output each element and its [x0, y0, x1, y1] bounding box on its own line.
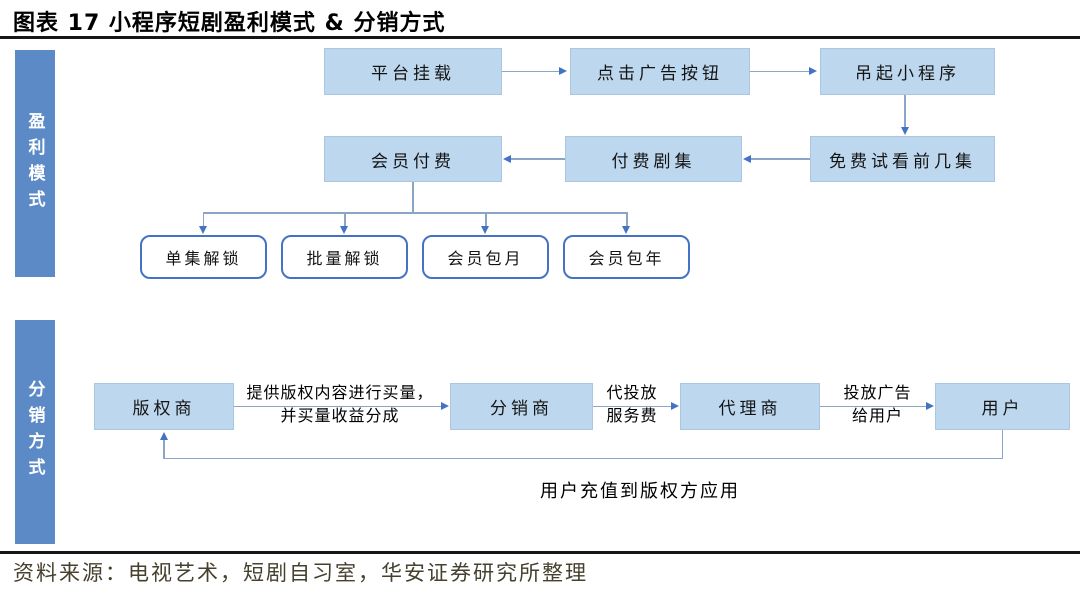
- node-label: 点击广告按钮: [597, 64, 723, 84]
- edge-label-line2: 并买量收益分成: [280, 406, 400, 425]
- edge-label-line2: 给用户: [851, 406, 903, 425]
- edge-label-line1: 投放广告: [843, 383, 912, 402]
- tree-crossbar: [203, 212, 627, 214]
- arrowhead-right-icon: [559, 66, 567, 75]
- node-label: 付费剧集: [611, 151, 696, 172]
- node-distributor: 分销商: [450, 383, 593, 430]
- leaf-label: 会员包月: [447, 249, 524, 268]
- node-label: 平台挂载: [371, 64, 455, 84]
- arrowhead-left-icon: [503, 154, 511, 163]
- node-label: 分销商: [490, 399, 553, 419]
- node-copyright-owner: 版权商: [94, 383, 234, 430]
- leaf-yearly-membership: 会员包年: [563, 235, 690, 279]
- arrowhead-down-icon: [622, 226, 630, 234]
- source-note: 资料来源：电视艺术，短剧自习室，华安证券研究所整理: [13, 561, 588, 585]
- leaf-batch-unlock: 批量解锁: [281, 235, 408, 279]
- node-launch-miniprogram: 吊起小程序: [820, 48, 995, 95]
- connector-row1-a: [502, 70, 560, 72]
- edge-label-agency-fee: 代投放 服务费: [592, 381, 672, 427]
- node-paid-episodes: 付费剧集: [565, 136, 742, 182]
- node-click-ad-button: 点击广告按钮: [570, 48, 750, 95]
- title-divider: [0, 36, 1080, 39]
- connector-dist-a: [234, 405, 442, 408]
- arrowhead-left-icon: [743, 154, 751, 163]
- node-label: 会员付费: [371, 151, 455, 172]
- bottom-divider: [0, 551, 1080, 554]
- leaf-single-episode-unlock: 单集解锁: [140, 235, 267, 279]
- section-bar-profit-model: 盈利模式: [15, 50, 55, 277]
- return-flow-label: 用户充值到版权方应用: [540, 481, 740, 502]
- section-label-distribution: 分销方式: [24, 380, 45, 484]
- node-label: 免费试看前几集: [829, 151, 976, 172]
- arrowhead-down-icon: [198, 226, 207, 234]
- figure-title: 图表 17 小程序短剧盈利模式 & 分销方式: [13, 11, 446, 36]
- arrowhead-down-icon: [340, 226, 348, 234]
- connector-row2-b: [751, 158, 810, 160]
- node-label: 吊起小程序: [855, 64, 960, 84]
- leaf-label: 单集解锁: [165, 249, 242, 268]
- tree-drop-2: [344, 212, 346, 227]
- return-path-up: [163, 440, 165, 459]
- connector-dist-b: [593, 405, 672, 408]
- edge-label-line1: 提供版权内容进行买量，: [246, 383, 434, 402]
- node-label: 代理商: [718, 399, 782, 419]
- edge-label-buy-traffic: 提供版权内容进行买量， 并买量收益分成: [237, 381, 443, 427]
- arrowhead-right-icon: [926, 401, 934, 410]
- node-agent: 代理商: [680, 383, 820, 430]
- arrowhead-down-icon: [481, 226, 489, 234]
- node-label: 用户: [981, 399, 1024, 419]
- connector-dist-c: [820, 405, 927, 408]
- leaf-label: 批量解锁: [306, 249, 383, 268]
- edge-label-ad-to-user: 投放广告 给用户: [827, 381, 928, 427]
- leaf-monthly-membership: 会员包月: [422, 235, 549, 279]
- connector-drop-launch: [904, 95, 906, 128]
- arrowhead-up-icon: [159, 432, 168, 440]
- arrowhead-right-icon: [809, 66, 817, 75]
- node-platform-mount: 平台挂载: [324, 48, 502, 95]
- section-bar-distribution: 分销方式: [15, 320, 55, 544]
- arrowhead-right-icon: [441, 401, 449, 410]
- edge-label-line1: 代投放: [606, 383, 658, 402]
- node-free-trial-episodes: 免费试看前几集: [810, 136, 995, 182]
- tree-drop-4: [626, 212, 628, 227]
- tree-drop-3: [485, 212, 487, 227]
- section-label-profit-model: 盈利模式: [24, 111, 45, 216]
- arrowhead-down-icon: [900, 127, 909, 135]
- return-path-horizontal: [164, 457, 1003, 459]
- return-path-down: [1001, 430, 1004, 459]
- node-member-pay: 会员付费: [324, 136, 502, 182]
- tree-drop-1: [202, 212, 204, 227]
- arrowhead-right-icon: [671, 401, 679, 410]
- node-user: 用户: [935, 383, 1070, 430]
- leaf-label: 会员包年: [588, 249, 665, 268]
- tree-stem: [412, 182, 414, 213]
- connector-row1-b: [750, 70, 810, 72]
- edge-label-line2: 服务费: [606, 406, 658, 425]
- connector-row2-a: [511, 158, 565, 160]
- node-label: 版权商: [132, 399, 196, 419]
